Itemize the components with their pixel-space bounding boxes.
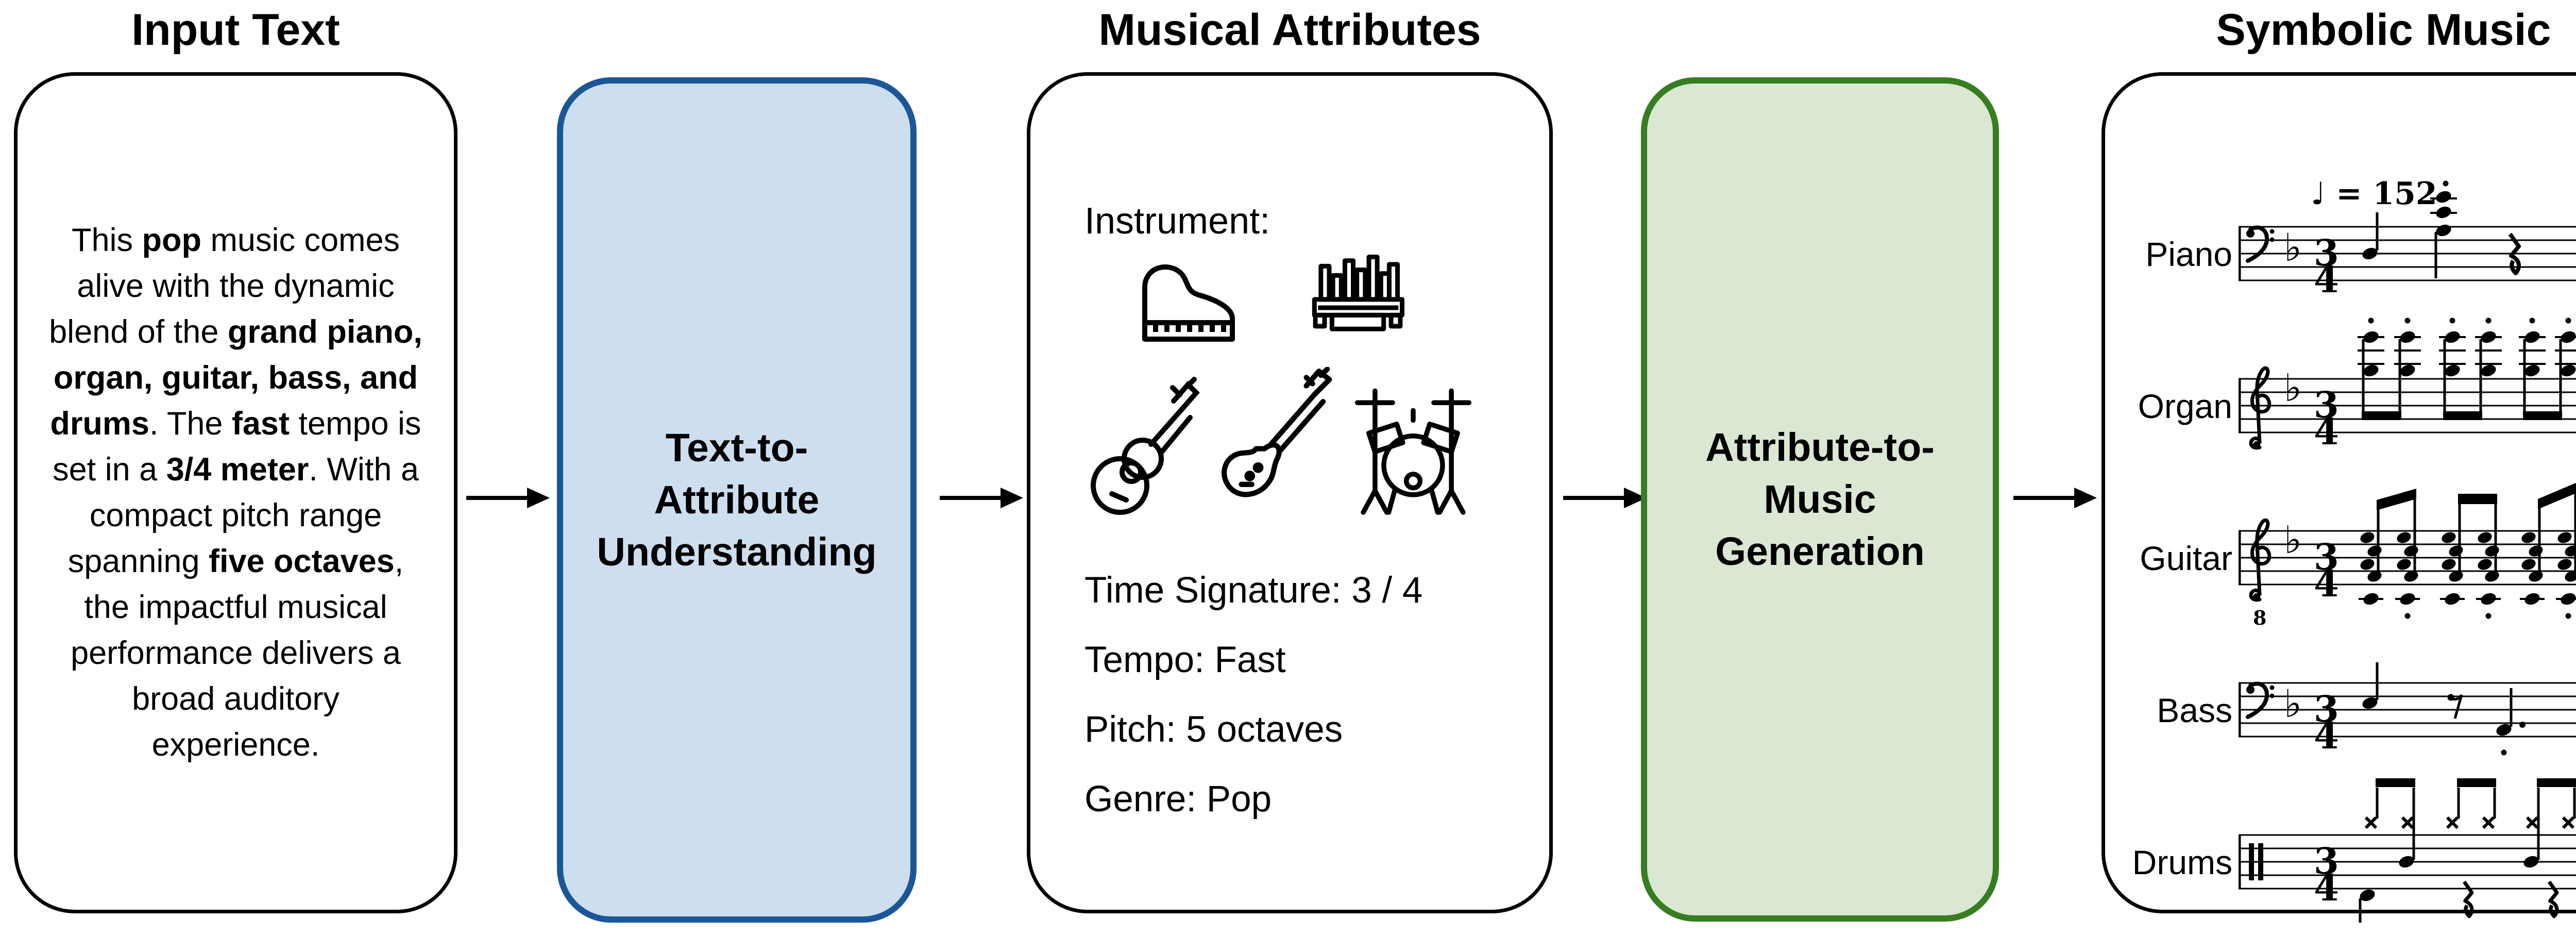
svg-text:3: 3 (2314, 383, 2339, 426)
svg-text:4: 4 (2314, 258, 2339, 301)
organ-notes (2358, 318, 2576, 420)
svg-text:♭: ♭ (2284, 518, 2302, 562)
bass-staff (2239, 682, 2576, 738)
input-text-paragraph: This pop music comes alive with the dyna… (49, 222, 422, 763)
arrow-input-to-t2a (465, 482, 552, 513)
symbolic-music-title: Symbolic Music (2216, 5, 2551, 55)
guitar-notes (2359, 482, 2576, 619)
symbolic-music-panel (2102, 72, 2576, 913)
organ-staff (2239, 378, 2576, 433)
staff-label-drums: Drums (2132, 843, 2232, 881)
arrow-t2a-to-attributes (939, 482, 1025, 513)
acoustic-guitar-icon (1081, 370, 1205, 525)
organ-icon (1302, 254, 1413, 349)
tempo-field: Tempo: Fast (1084, 640, 1286, 680)
staff-label-piano: Piano (2145, 235, 2232, 273)
arrow-attributes-to-a2m (1562, 482, 1649, 513)
pitch-field: Pitch: 5 octaves (1084, 709, 1343, 750)
svg-text:4: 4 (2314, 866, 2339, 909)
svg-text:♭: ♭ (2284, 226, 2302, 270)
staff-label-organ: Organ (2138, 387, 2232, 425)
drums-notes (2359, 778, 2576, 923)
attribute-fields: Time Signature: 3 / 4 Tempo: Fast Pitch:… (1084, 556, 1422, 834)
arrow-a2m-to-output (2012, 482, 2099, 513)
tempo-marking: ♩ = 152 (2311, 176, 2437, 212)
svg-text:3: 3 (2314, 840, 2339, 882)
input-text-title: Input Text (131, 5, 340, 55)
octave-8: 8 (2253, 606, 2266, 629)
input-text-panel: This pop music comes alive with the dyna… (14, 72, 457, 913)
svg-text:♭: ♭ (2284, 366, 2302, 410)
staff-label-bass: Bass (2157, 691, 2232, 729)
svg-text:♭: ♭ (2284, 682, 2302, 726)
piano-notes (2362, 180, 2519, 278)
genre-field: Genre: Pop (1084, 779, 1272, 820)
percussion-clef (2249, 843, 2263, 880)
bass-notes (2362, 662, 2526, 756)
svg-text:3: 3 (2314, 536, 2339, 578)
instrument-label: Instrument: (1084, 201, 1270, 242)
svg-text:4: 4 (2314, 410, 2339, 453)
svg-text:3: 3 (2314, 688, 2339, 730)
svg-text:3: 3 (2314, 231, 2339, 274)
drum-kit-icon (1349, 375, 1478, 522)
piano-staff (2239, 226, 2576, 281)
staff-label-guitar: Guitar (2140, 539, 2232, 577)
time-signature-field: Time Signature: 3 / 4 (1084, 570, 1423, 611)
svg-text:4: 4 (2314, 562, 2339, 605)
bass-guitar-icon (1210, 367, 1336, 524)
svg-text:4: 4 (2314, 714, 2339, 757)
score: ♩ = 152 ♭ 3 4 ♭ 3 4 (2239, 155, 2576, 923)
grand-piano-icon (1128, 257, 1252, 349)
musical-attributes-title: Musical Attributes (1098, 5, 1481, 55)
